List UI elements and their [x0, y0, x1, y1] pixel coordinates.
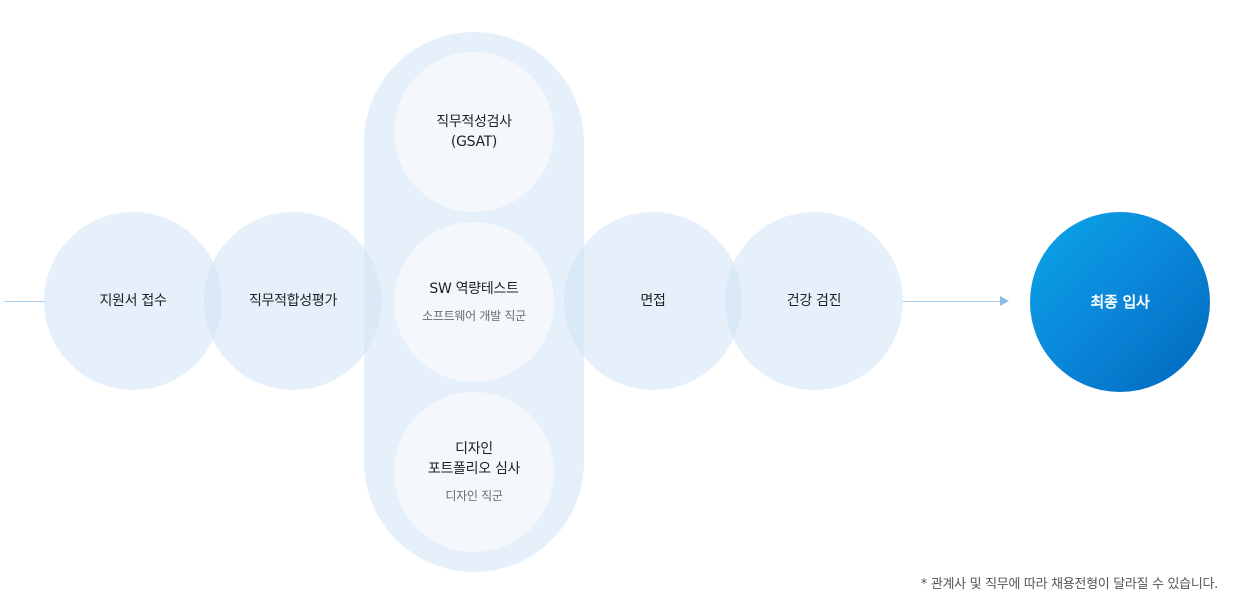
step-sw-test: SW 역량테스트 소프트웨어 개발 직군: [394, 222, 554, 382]
step-application: 지원서 접수: [44, 212, 222, 390]
step-aptitude-eval-label: 직무적합성평가: [248, 293, 338, 309]
step-final-hire: 최종 입사: [1030, 212, 1210, 392]
entry-connector-line: [4, 301, 46, 302]
step-health-check: 건강 검진: [725, 212, 903, 390]
step-final-hire-label: 최종 입사: [1090, 293, 1150, 311]
step-gsat-line2: (GSAT): [450, 134, 498, 150]
step-sw-test-label: SW 역량테스트: [429, 281, 519, 297]
step-interview-label: 면접: [640, 293, 666, 309]
arrow-right-icon: [1000, 296, 1009, 306]
step-interview: 면접: [564, 212, 742, 390]
step-portfolio: 디자인 포트폴리오 심사 디자인 직군: [394, 392, 554, 552]
step-health-check-label: 건강 검진: [786, 293, 842, 309]
footnote: * 관계사 및 직무에 따라 채용전형이 달라질 수 있습니다.: [920, 577, 1219, 592]
step-aptitude-eval: 직무적합성평가: [204, 212, 382, 390]
step-gsat-line1: 직무적성검사: [436, 114, 512, 130]
step-sw-test-sub: 소프트웨어 개발 직군: [422, 309, 526, 323]
final-connector-line: [903, 301, 1001, 302]
step-portfolio-line2: 포트폴리오 심사: [427, 461, 521, 477]
step-portfolio-sub: 디자인 직군: [445, 489, 503, 503]
step-gsat: 직무적성검사 (GSAT): [394, 52, 554, 212]
step-application-label: 지원서 접수: [99, 293, 167, 309]
step-portfolio-line1: 디자인: [455, 441, 493, 457]
